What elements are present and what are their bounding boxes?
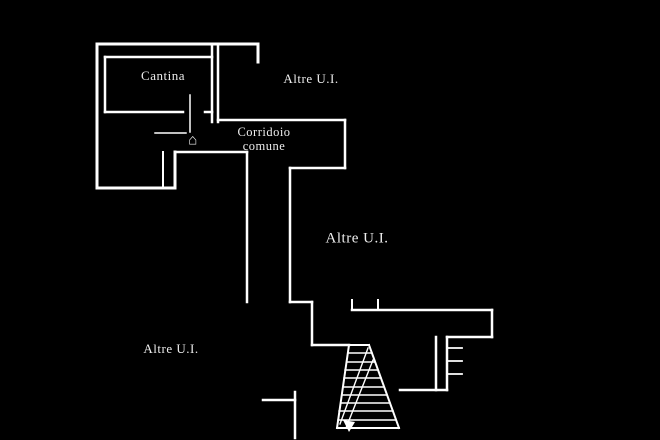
room-label-cantina: Cantina bbox=[141, 68, 185, 83]
corridoio-label-line2: comune bbox=[242, 139, 286, 153]
area-label-altre-ui-bottom: Altre U.I. bbox=[143, 341, 199, 356]
door-symbol-icon: ⌂ bbox=[188, 132, 198, 149]
wall-segment bbox=[339, 347, 369, 425]
corridoio-label-line1: Corridoio bbox=[237, 125, 291, 139]
stair-direction-arrowhead bbox=[343, 420, 355, 432]
area-label-corridoio-comune: Corridoio comune bbox=[237, 125, 290, 153]
area-label-altre-ui-top: Altre U.I. bbox=[283, 71, 339, 86]
area-label-altre-ui-center: Altre U.I. bbox=[325, 230, 389, 247]
wall-segment bbox=[345, 359, 374, 429]
